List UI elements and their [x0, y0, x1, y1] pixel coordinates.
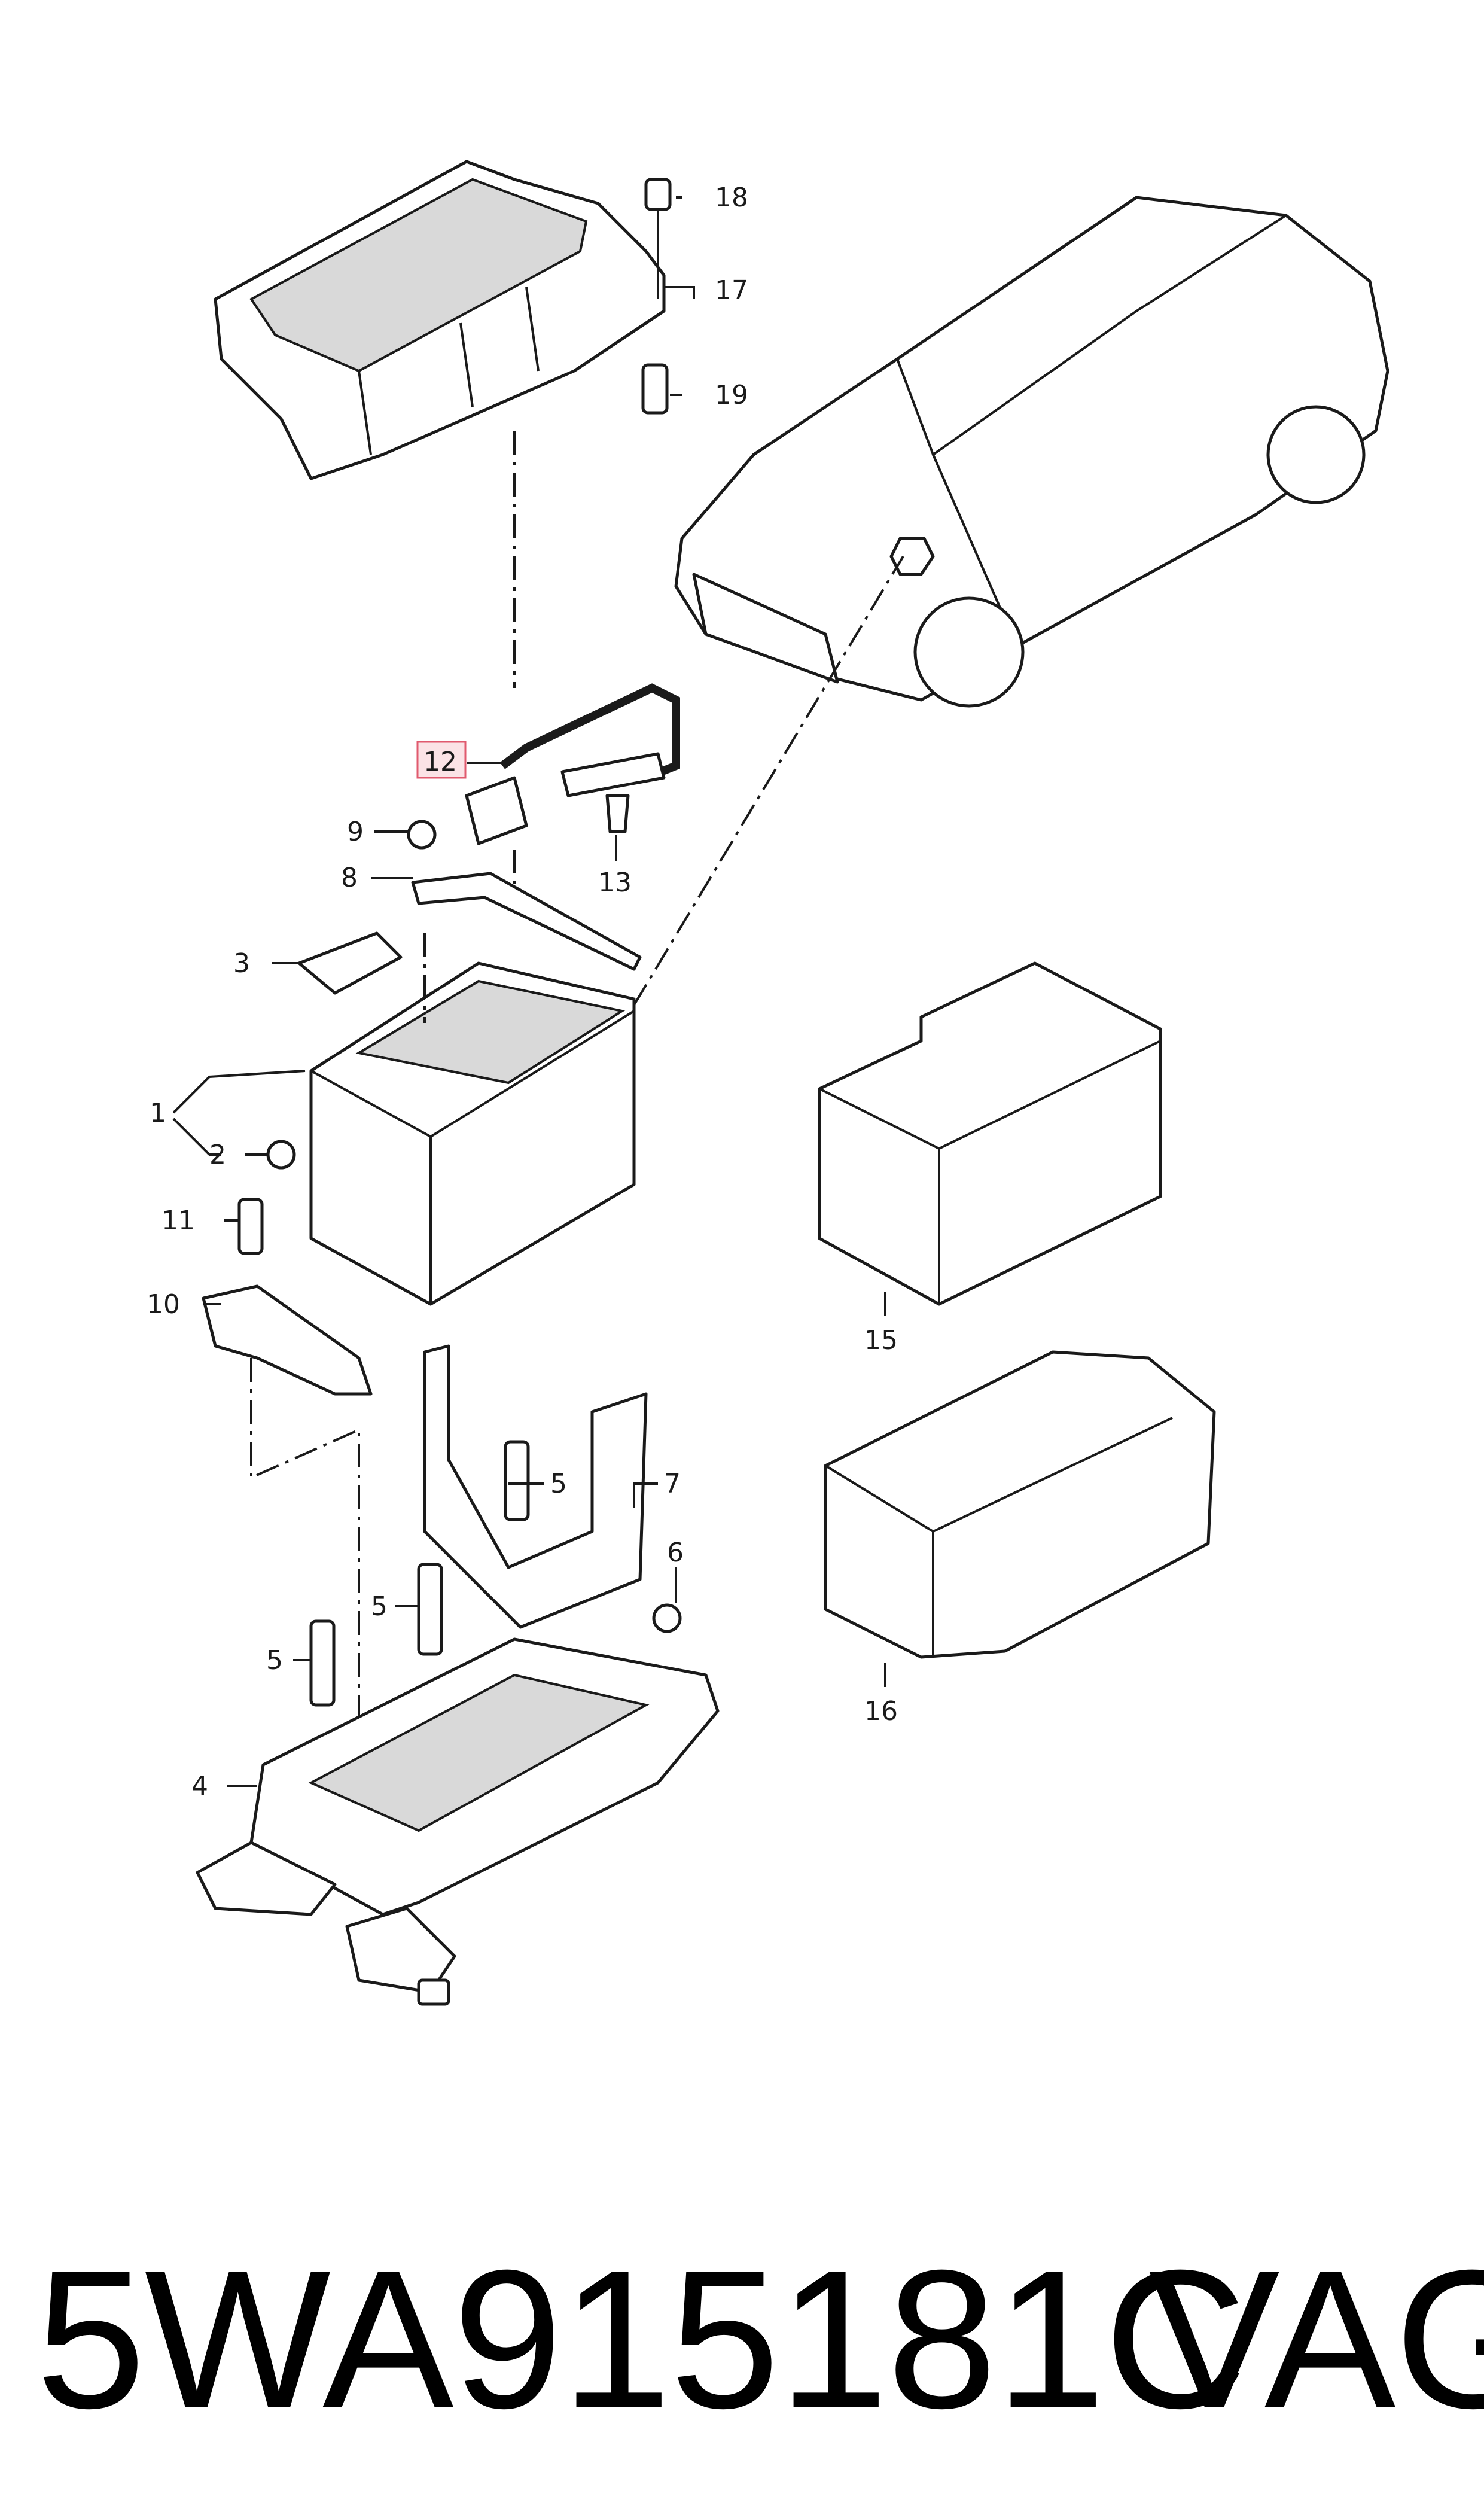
battery	[309, 961, 636, 1306]
callout-7: 7	[664, 1469, 681, 1499]
callout-6: 6	[667, 1537, 684, 1568]
callout-1: 1	[150, 1098, 166, 1128]
battery-cover	[214, 160, 666, 480]
parts-diagram: 1 2 3 4 5 5 5 6 7 8 9 10 11 12 13 15 16 …	[147, 160, 1389, 2006]
callout-12: 12	[423, 747, 457, 777]
bolt-11	[237, 1198, 264, 1255]
part-number: 5WA915181C	[36, 2228, 1247, 2449]
clamp-bracket	[202, 1284, 373, 1396]
bolt-5b	[417, 1563, 443, 1656]
battery-support	[423, 1344, 648, 1629]
callout-5b: 5	[371, 1591, 388, 1622]
callout-18: 18	[715, 182, 748, 213]
callout-16: 16	[864, 1696, 898, 1727]
nut-6	[652, 1603, 682, 1633]
callout-15: 15	[864, 1325, 898, 1356]
callout-13: 13	[598, 867, 632, 898]
callout-2: 2	[209, 1140, 226, 1170]
battery-pad	[297, 931, 403, 995]
drain-plug	[266, 1140, 296, 1170]
callout-19: 19	[715, 380, 748, 410]
callout-12-highlight	[416, 741, 467, 779]
battery-tray	[196, 1637, 720, 2006]
callout-17: 17	[715, 275, 748, 306]
callout-5a: 5	[550, 1469, 567, 1499]
callout-4: 4	[191, 1771, 208, 1801]
callout-8: 8	[341, 863, 358, 893]
callout-10: 10	[147, 1289, 180, 1320]
battery-cable	[465, 683, 680, 845]
battery-insulation	[824, 1350, 1216, 1659]
bolt-5c	[309, 1619, 336, 1707]
leader-lines	[172, 196, 886, 1787]
brand-name: VAG	[1148, 2228, 1484, 2449]
battery-box	[818, 961, 1162, 1306]
bolt-5a	[504, 1440, 530, 1521]
hold-down-strap	[407, 820, 642, 971]
callout-11: 11	[161, 1205, 195, 1236]
car-illustration	[674, 196, 1389, 708]
cover-bolts	[641, 178, 672, 415]
callout-3: 3	[233, 948, 250, 979]
callout-9: 9	[347, 817, 364, 847]
callout-5c: 5	[266, 1645, 283, 1676]
